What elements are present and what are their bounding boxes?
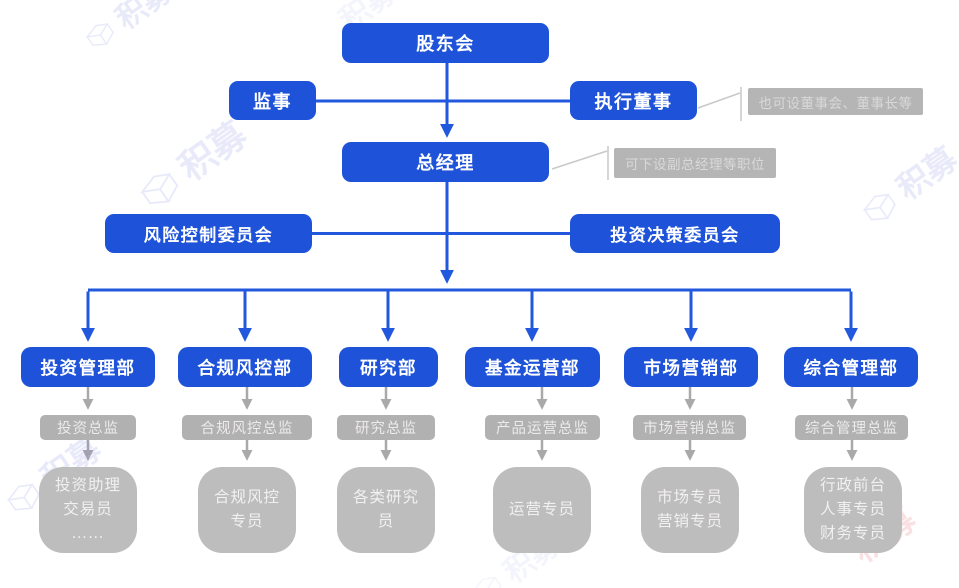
staff-line: 员 bbox=[377, 513, 395, 530]
director-marketing: 市场营销总监 bbox=[633, 415, 746, 440]
director-research: 研究总监 bbox=[337, 415, 435, 440]
staff-compliance-risk: 合规风控 专员 bbox=[198, 467, 296, 553]
dept-general-management: 综合管理部 bbox=[784, 347, 918, 387]
director-general-management: 综合管理总监 bbox=[795, 415, 908, 440]
director-investment: 投资总监 bbox=[40, 415, 136, 440]
staff-line: 人事专员 bbox=[819, 500, 886, 518]
investment-decision-committee-box: 投资决策委员会 bbox=[570, 214, 780, 253]
watermark-cube-icon bbox=[471, 576, 502, 588]
director-compliance-risk: 合规风控总监 bbox=[182, 415, 312, 440]
staff-line: 营销专员 bbox=[656, 513, 723, 530]
watermark: 积募 bbox=[124, 107, 255, 221]
shareholders-meeting-box: 股东会 bbox=[342, 23, 549, 63]
staff-line: 交易员 bbox=[63, 500, 113, 518]
dept-compliance-risk: 合规风控部 bbox=[178, 347, 312, 387]
watermark-cube-icon bbox=[85, 23, 114, 47]
staff-line: 财务专员 bbox=[819, 525, 886, 542]
staff-line: …… bbox=[71, 525, 105, 542]
watermark-cube-icon bbox=[140, 173, 179, 205]
staff-line: 合规风控 bbox=[213, 488, 280, 506]
staff-general-management: 行政前台 人事专员 财务专员 bbox=[804, 467, 902, 553]
executive-director-note: 也可设董事会、董事长等 bbox=[748, 88, 923, 115]
watermark-cube-icon bbox=[862, 193, 896, 221]
dept-marketing: 市场营销部 bbox=[624, 347, 758, 387]
risk-control-committee-box: 风险控制委员会 bbox=[105, 214, 312, 253]
dept-research: 研究部 bbox=[339, 347, 438, 387]
supervisor-box: 监事 bbox=[229, 81, 316, 120]
staff-research: 各类研究 员 bbox=[337, 467, 435, 553]
staff-line: 投资助理 bbox=[54, 476, 121, 494]
dept-fund-operations: 基金运营部 bbox=[465, 347, 600, 387]
staff-line: 市场专员 bbox=[656, 488, 723, 506]
staff-operations: 运营专员 bbox=[493, 467, 591, 553]
staff-line: 运营专员 bbox=[508, 500, 575, 518]
general-manager-box: 总经理 bbox=[342, 142, 549, 182]
director-product-operations: 产品运营总监 bbox=[485, 415, 600, 440]
staff-marketing: 市场专员 营销专员 bbox=[641, 467, 739, 553]
watermark-text: 积募 bbox=[890, 140, 959, 207]
staff-line: 行政前台 bbox=[819, 476, 886, 494]
staff-line: 各类研究 bbox=[352, 488, 419, 506]
general-manager-note: 可下设副总经理等职位 bbox=[614, 148, 776, 178]
dept-investment-management: 投资管理部 bbox=[21, 347, 155, 387]
watermark: 积募 bbox=[849, 135, 959, 236]
watermark-text: 积募 bbox=[110, 0, 179, 37]
executive-director-box: 执行董事 bbox=[570, 81, 697, 120]
staff-investment: 投资助理 交易员 …… bbox=[39, 467, 137, 553]
watermark: 积募 bbox=[72, 0, 179, 61]
staff-line: 专员 bbox=[230, 513, 264, 530]
